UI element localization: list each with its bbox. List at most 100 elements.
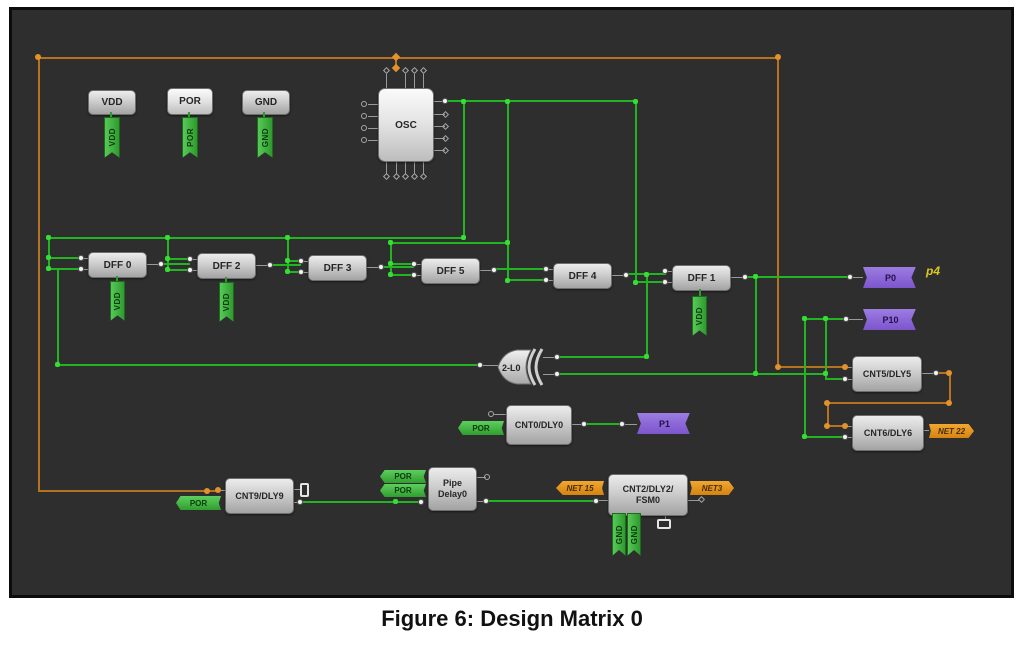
wire-segment (167, 237, 169, 271)
block-label: DFF 3 (323, 262, 352, 274)
wire-segment (804, 436, 845, 438)
wire-segment (777, 57, 779, 368)
wire-segment (825, 318, 827, 379)
junction-dot (165, 256, 170, 261)
block-vdd-source: VDD (88, 90, 136, 115)
tag-cnt2-gnd-a: GND (612, 513, 626, 556)
pin-stub (845, 426, 852, 427)
wire-segment (38, 490, 218, 492)
tag-por: POR (182, 117, 198, 158)
wire-segment (584, 423, 622, 425)
pin-dot (418, 499, 424, 505)
pin-dot (742, 274, 748, 280)
junction-dot (46, 266, 51, 271)
junction-dot (633, 99, 638, 104)
flag-label: POR (472, 423, 490, 433)
block-dff1: DFF 1 (672, 265, 731, 291)
pin-stub (432, 101, 445, 102)
gate-label: 2-L0 (502, 363, 521, 373)
wire-segment (827, 402, 829, 427)
pin-stub (845, 437, 852, 438)
pin-stub (396, 160, 397, 174)
wire-segment (287, 260, 301, 262)
block-cnt6-dly6: CNT6/DLY6 (852, 415, 924, 451)
junction-dot (393, 499, 398, 504)
block-pipe-delay0: Pipe Delay0 (428, 467, 477, 511)
pin-stub (432, 138, 445, 139)
pin-dot (187, 256, 193, 262)
pin-stub (546, 280, 553, 281)
flag-p10: P10 (863, 309, 916, 330)
pin-stub (386, 74, 387, 88)
open-pin (361, 113, 367, 119)
tag-stem (188, 112, 190, 118)
pin-dot (411, 272, 417, 278)
flag-label: NET 22 (937, 426, 966, 436)
pin-dot (267, 262, 273, 268)
block-label: CNT6/DLY6 (863, 428, 913, 438)
junction-dot (285, 269, 290, 274)
pin-dot (78, 255, 84, 261)
block-label: CNT0/DLY0 (514, 420, 564, 430)
junction-dot (165, 235, 170, 240)
wire-segment (949, 372, 951, 404)
pin-dot-orange (215, 487, 221, 493)
pin-stub (475, 501, 486, 502)
block-label: OSC (395, 119, 417, 131)
wire-segment (507, 279, 546, 281)
pin-stub (423, 74, 424, 88)
block-cnt5-dly5: CNT5/DLY5 (852, 356, 922, 392)
wire-segment (391, 242, 509, 244)
wire-segment (635, 281, 665, 283)
wire-segment (381, 266, 414, 268)
pin-stub (365, 267, 381, 268)
wire-segment (557, 373, 827, 375)
pin-stub (368, 116, 378, 117)
pin-dot (297, 499, 303, 505)
open-pin (361, 137, 367, 143)
pin-stub (368, 128, 378, 129)
flag-p1: P1 (637, 413, 690, 434)
junction-dot (285, 235, 290, 240)
pin-stub (432, 150, 445, 151)
block-dff0: DFF 0 (88, 252, 147, 278)
wire-segment (38, 57, 40, 492)
pin-dot (187, 267, 193, 273)
tag-gnd: GND (257, 117, 273, 158)
flag-label: POR (394, 486, 412, 495)
junction-dot (55, 362, 60, 367)
block-label-line1: Pipe (442, 478, 462, 488)
junction-dot (644, 354, 649, 359)
pin-stub (599, 500, 608, 501)
pin-dot (843, 316, 849, 322)
pin-dot (298, 258, 304, 264)
pin-dot (593, 498, 599, 504)
wire-segment (804, 318, 806, 437)
wire-segment (300, 501, 421, 503)
pin-stub (686, 500, 699, 501)
wire-segment (938, 372, 951, 374)
pin-stub (145, 264, 161, 265)
block-dff3: DFF 3 (308, 255, 367, 281)
pin-stub (405, 160, 406, 174)
terminal-marker (300, 483, 309, 497)
block-label: DFF 1 (687, 272, 716, 284)
wire-segment (48, 237, 50, 270)
flag-p0: P0 (863, 267, 916, 288)
junction-dot (775, 364, 781, 370)
pin-stub (386, 160, 387, 174)
block-2-l0-gate: 2-L0 (497, 348, 544, 386)
pin-stub (301, 261, 308, 262)
pin-dot (581, 421, 587, 427)
block-label-line2: FSM0 (635, 495, 660, 505)
pin-dot (411, 261, 417, 267)
pin-stub (475, 477, 486, 478)
wire-segment (827, 425, 845, 427)
junction-dot (802, 434, 807, 439)
wire-segment (557, 356, 648, 358)
pin-stub (432, 126, 445, 127)
block-dff2: DFF 2 (197, 253, 256, 279)
pin-stub (414, 160, 415, 174)
pin-stub (665, 514, 666, 521)
tag-stem (116, 276, 118, 282)
